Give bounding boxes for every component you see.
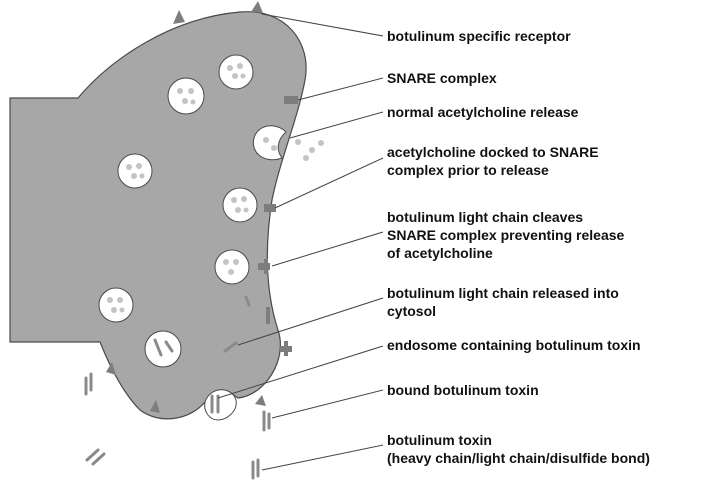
snare-cleaved-1b — [264, 259, 268, 274]
toxin-2 — [87, 450, 104, 464]
leader-normal-release — [290, 112, 383, 138]
toxin-3 — [253, 460, 258, 478]
released-acetylcholine — [295, 139, 324, 161]
vesicle-1 — [219, 55, 253, 89]
label-docked: acetylcholine docked to SNARE complex pr… — [387, 143, 599, 179]
snare-1 — [284, 96, 298, 104]
label-toxin: botulinum toxin (heavy chain/light chain… — [387, 431, 650, 467]
leader-snare — [298, 78, 383, 100]
label-receptor: botulinum specific receptor — [387, 27, 571, 45]
label-snare-complex: SNARE complex — [387, 69, 497, 87]
leader-cleaves — [272, 232, 383, 266]
label-normal-release: normal acetylcholine release — [387, 103, 578, 121]
endosome — [145, 331, 181, 367]
vesicle-2 — [168, 78, 204, 114]
label-released: botulinum light chain released into cyto… — [387, 284, 619, 320]
receptor-1 — [173, 10, 185, 24]
snare-cleaved-3b — [280, 346, 292, 352]
snare-cleaved-2 — [266, 307, 270, 324]
label-endosome: endosome containing botulinum toxin — [387, 336, 641, 354]
vesicle-6 — [99, 288, 133, 322]
vesicle-4 — [223, 188, 257, 222]
bottom-fusion-pit — [205, 390, 237, 420]
receptor-5 — [255, 395, 266, 406]
toxin-1 — [86, 374, 91, 394]
leader-toxin — [262, 445, 383, 470]
snare-2 — [264, 204, 276, 212]
toxin-bound — [264, 412, 269, 430]
leader-docked — [275, 158, 383, 208]
label-bound-toxin: bound botulinum toxin — [387, 381, 539, 399]
label-cleaves: botulinum light chain cleaves SNARE comp… — [387, 208, 624, 262]
vesicle-5 — [215, 250, 249, 284]
vesicle-3 — [118, 154, 152, 188]
leader-bound — [272, 390, 383, 418]
receptor-2 — [251, 1, 263, 13]
